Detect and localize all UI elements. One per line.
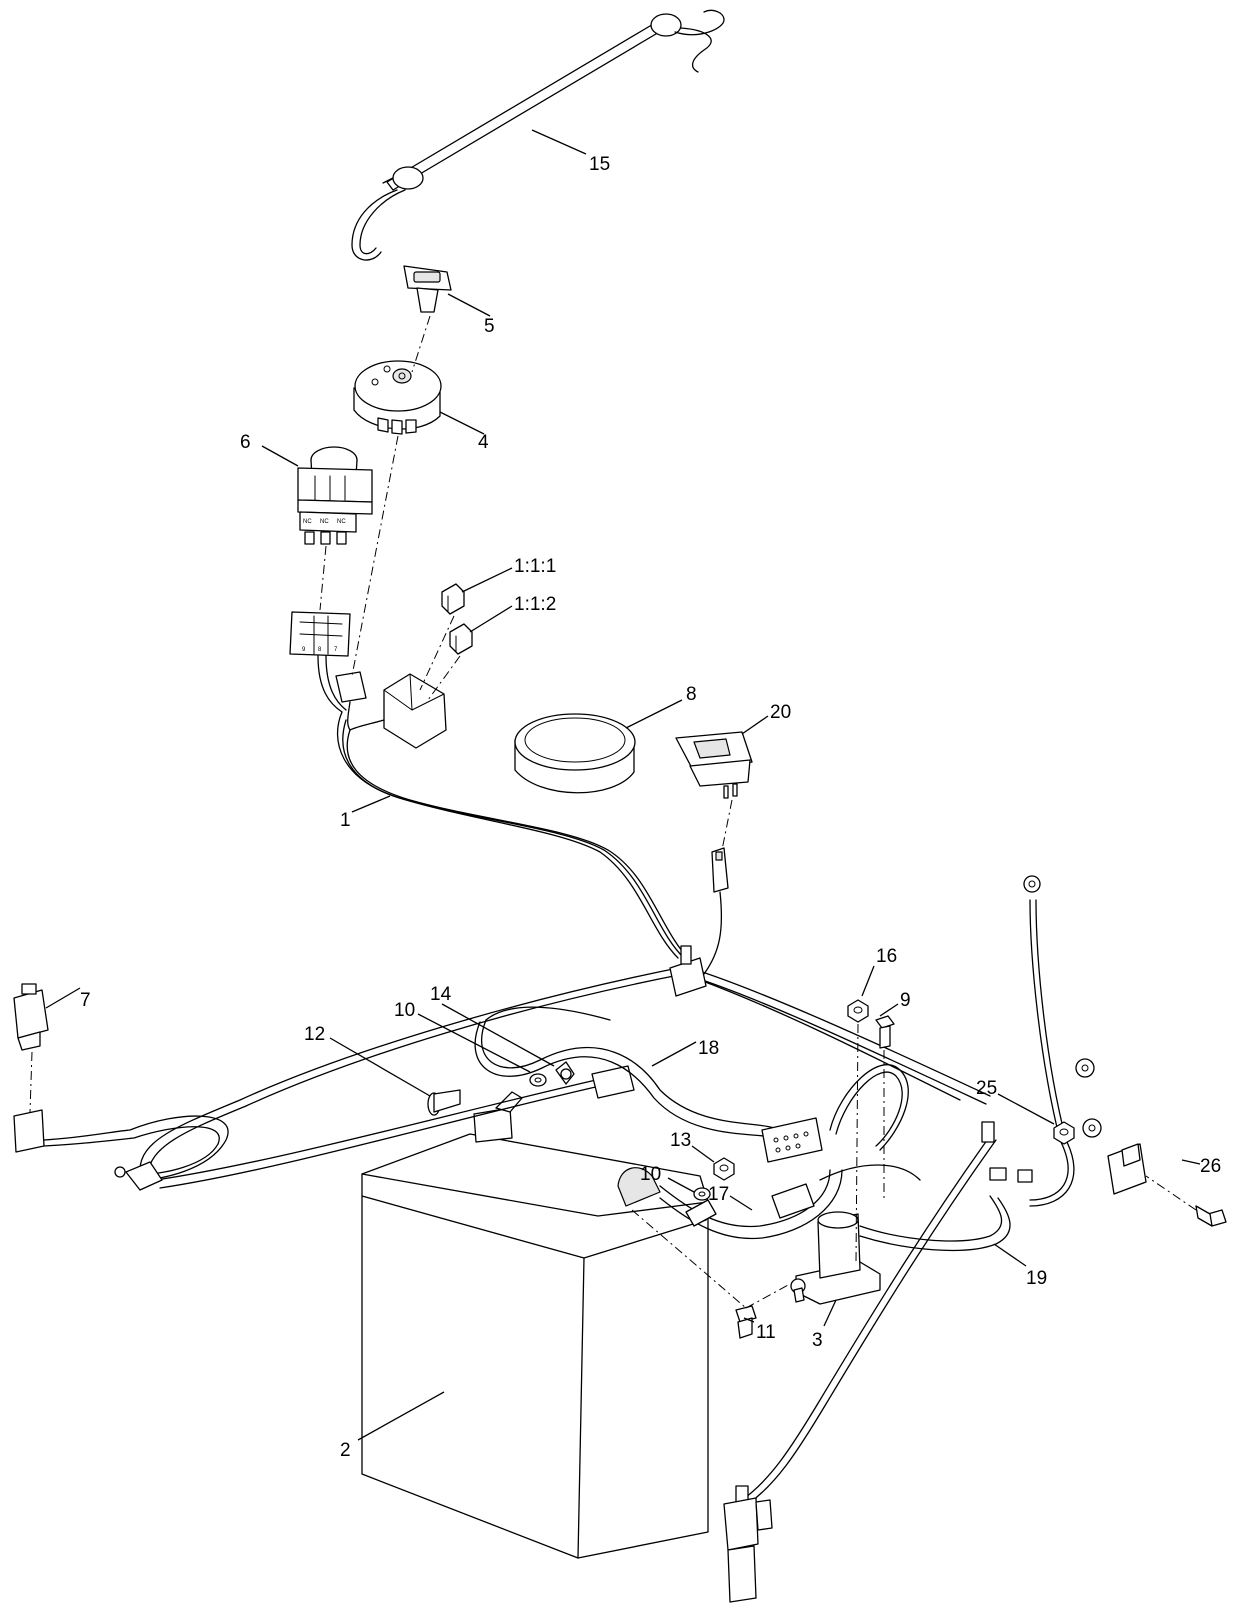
callout-numbers: 15 5 4 6 1:1:1 1:1:2 8 20 1 7 16 9 14 10… — [80, 154, 1221, 1461]
part-25-nut — [1053, 1121, 1075, 1145]
part-15-hook-rod — [351, 9, 725, 261]
part-20-hour-meter — [675, 731, 753, 975]
callout-1: 1 — [340, 810, 351, 831]
part-5-ignition-key — [403, 265, 452, 313]
terminal-label-8: 8 — [318, 647, 322, 653]
callout-14: 14 — [430, 984, 452, 1005]
callout-25: 25 — [976, 1078, 997, 1099]
part-1-1-1-fuse — [441, 583, 465, 615]
part-1-1-2-fuse — [449, 623, 473, 655]
part-2-battery — [361, 1091, 709, 1559]
callout-16: 16 — [876, 946, 897, 967]
part-12-carriage-bolt — [427, 1089, 461, 1116]
pin-label-nc3: NC — [337, 519, 346, 525]
callout-3: 3 — [812, 1330, 823, 1351]
callout-6: 6 — [240, 432, 251, 453]
callout-13: 13 — [670, 1130, 691, 1151]
part-6-pto-switch: NC NC NC — [297, 446, 373, 545]
callout-5: 5 — [484, 316, 495, 337]
callout-12: 12 — [304, 1024, 325, 1045]
part-4-ignition-switch — [353, 360, 442, 435]
assembly-center-lines — [29, 315, 1197, 1309]
terminal-label-7: 7 — [334, 647, 338, 653]
part-14-wing-nut — [555, 1061, 575, 1085]
callout-2: 2 — [340, 1440, 351, 1461]
callout-18: 18 — [698, 1038, 719, 1059]
part-8-cap — [514, 713, 636, 794]
part-26-bolt — [1195, 1205, 1227, 1227]
part-10-washer-upper — [529, 1073, 547, 1087]
part-3-solenoid — [771, 1183, 881, 1305]
part-7-relay — [13, 983, 49, 1153]
seat-switch-lower — [723, 1485, 773, 1603]
part-16-nut — [847, 999, 869, 1023]
pin-label-nc1: NC — [303, 519, 312, 525]
callout-10-lower: 10 — [640, 1164, 661, 1185]
callout-20: 20 — [770, 702, 791, 723]
callout-11: 11 — [756, 1322, 776, 1343]
part-1-main-harness: 9 8 7 — [289, 611, 691, 961]
callout-9: 9 — [900, 990, 911, 1011]
callout-1-1-2: 1:1:2 — [514, 594, 556, 615]
lower-harness-wiring — [43, 875, 1147, 1505]
callout-15: 15 — [589, 154, 610, 175]
callout-7: 7 — [80, 990, 91, 1011]
callout-8: 8 — [686, 684, 697, 705]
callout-26: 26 — [1200, 1156, 1221, 1177]
callout-10-upper: 10 — [394, 1000, 415, 1021]
part-13-nut — [713, 1157, 735, 1181]
callout-19: 19 — [1026, 1268, 1047, 1289]
part-10-washer-lower — [693, 1187, 711, 1201]
pin-label-nc2: NC — [320, 519, 329, 525]
callout-17: 17 — [708, 1184, 729, 1205]
callout-4: 4 — [478, 432, 489, 453]
part-9-bolt — [875, 1015, 895, 1049]
leader-lines — [45, 129, 1201, 1441]
callout-1-1-1: 1:1:1 — [514, 556, 556, 577]
terminal-label-9: 9 — [302, 647, 306, 653]
